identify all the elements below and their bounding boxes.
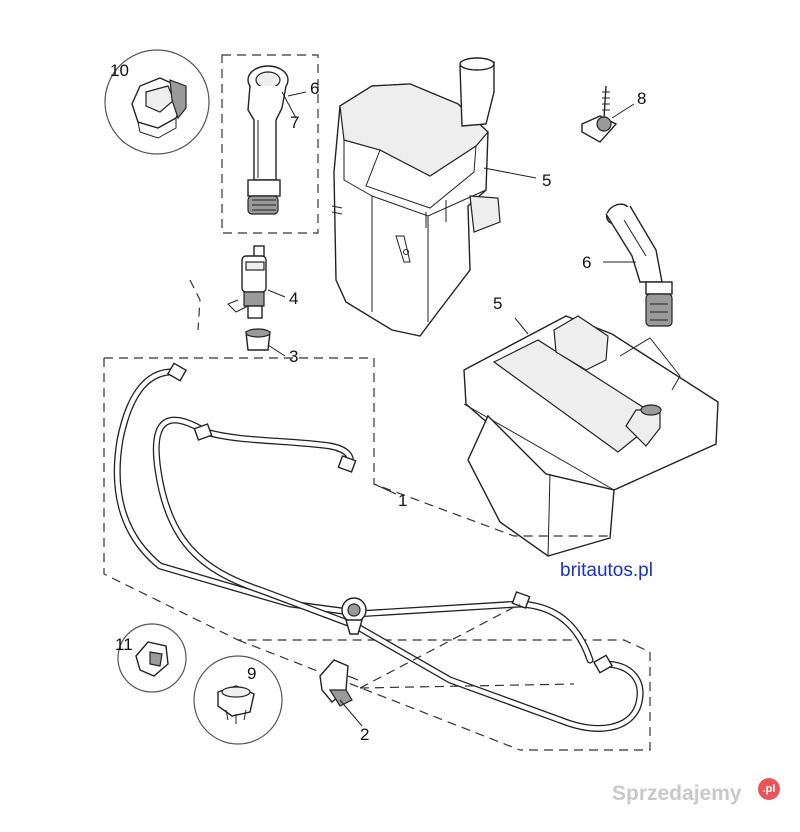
part-8-bolt bbox=[581, 85, 618, 143]
leader-2 bbox=[339, 699, 363, 727]
leader-8 bbox=[611, 103, 635, 119]
leader-6a bbox=[287, 91, 307, 97]
label-8: 8 bbox=[637, 89, 646, 108]
leader-5a bbox=[483, 167, 537, 179]
leader-7 bbox=[281, 91, 297, 119]
leader-5b bbox=[514, 317, 529, 335]
leader-4 bbox=[267, 289, 286, 298]
part-4-pump bbox=[227, 245, 267, 319]
label-11: 11 bbox=[115, 635, 133, 654]
part-2-washer-jet bbox=[319, 659, 359, 707]
part-3-grommet bbox=[245, 328, 271, 351]
label-7: 7 bbox=[290, 113, 299, 132]
part-6-filler-neck-b bbox=[605, 203, 673, 327]
pump-guide-dash bbox=[189, 279, 201, 331]
brand-link-text: britautos.pl bbox=[560, 560, 653, 581]
leader-1 bbox=[373, 483, 397, 495]
label-2: 2 bbox=[360, 725, 369, 744]
part-10-clip bbox=[104, 49, 210, 155]
label-9: 9 bbox=[247, 664, 256, 683]
hose-group-box-edge bbox=[237, 639, 521, 751]
part-11-clip bbox=[117, 623, 187, 693]
label-3: 3 bbox=[289, 347, 298, 366]
part-6-7-group-box bbox=[221, 54, 319, 234]
label-6b: 6 bbox=[582, 253, 591, 272]
label-4: 4 bbox=[289, 289, 298, 308]
label-6a: 6 bbox=[310, 79, 319, 98]
part-5-reservoir bbox=[331, 57, 501, 337]
label-5a: 5 bbox=[542, 171, 551, 190]
watermark-badge: .pl bbox=[758, 778, 780, 800]
part-1-hose-assembly bbox=[113, 362, 644, 732]
part-5-reservoir-b bbox=[463, 315, 719, 557]
part-9-plug bbox=[193, 655, 283, 745]
leader-3 bbox=[267, 344, 286, 357]
watermark-text: Sprzedajemy bbox=[612, 782, 742, 805]
part-6-filler-neck bbox=[247, 65, 289, 215]
label-10: 10 bbox=[110, 61, 129, 80]
jet-guide-dash bbox=[359, 603, 575, 689]
label-5b: 5 bbox=[493, 294, 502, 313]
label-1: 1 bbox=[398, 491, 407, 510]
